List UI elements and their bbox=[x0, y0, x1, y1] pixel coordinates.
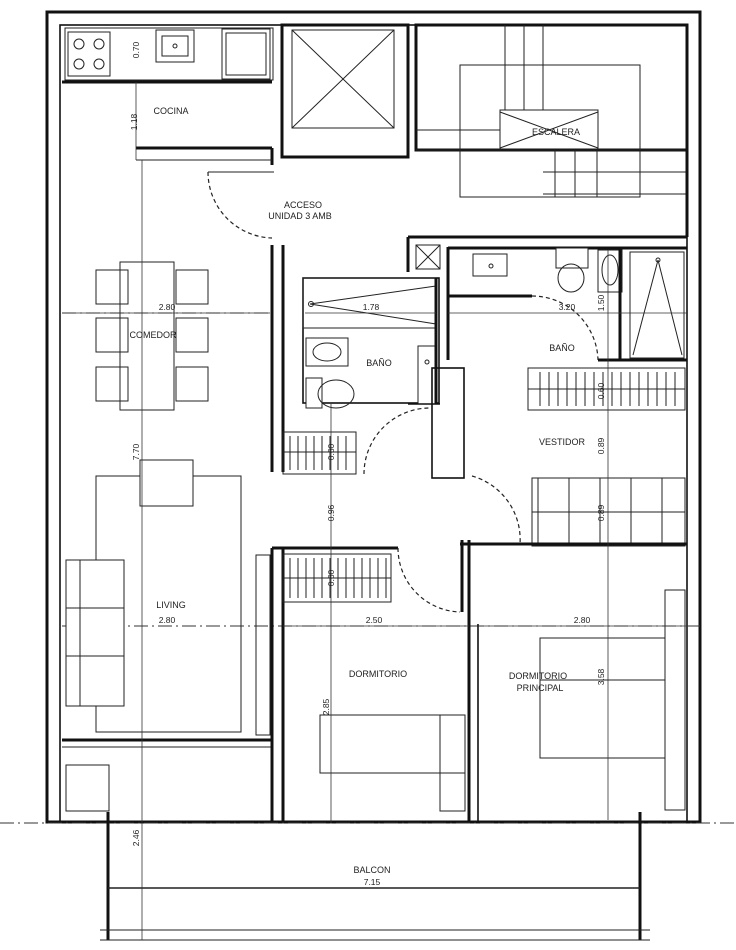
bathroom-1-door bbox=[363, 407, 431, 475]
dim-250: 2.50 bbox=[366, 615, 383, 625]
label-acceso-unidad: UNIDAD 3 AMB bbox=[268, 211, 332, 221]
label-dormitorio: DORMITORIO bbox=[349, 669, 407, 679]
bathroom-1-shelving bbox=[282, 431, 357, 475]
dim-096: 0.96 bbox=[326, 504, 336, 521]
dim-118: 1.18 bbox=[129, 113, 139, 130]
dim-060-a: 0.60 bbox=[596, 382, 606, 399]
label-living: LIVING bbox=[156, 600, 186, 610]
label-bano-2: BAÑO bbox=[549, 343, 575, 353]
label-cocina: COCINA bbox=[153, 106, 188, 116]
dim-178: 1.78 bbox=[363, 302, 380, 312]
outer-walls bbox=[45, 10, 702, 824]
label-balcon: BALCON bbox=[353, 865, 390, 875]
label-comedor: COMEDOR bbox=[130, 330, 178, 340]
dim-358: 3.58 bbox=[596, 668, 606, 685]
label-acceso: ACCESO bbox=[284, 200, 322, 210]
bedroom bbox=[270, 540, 479, 822]
room-labels: COCINA ACCESO UNIDAD 3 AMB ESCALERA COME… bbox=[130, 106, 586, 875]
bathroom-2 bbox=[415, 244, 687, 362]
dim-280-dorm: 2.80 bbox=[574, 615, 591, 625]
label-principal: PRINCIPAL bbox=[517, 683, 564, 693]
dim-089-a: 0.89 bbox=[596, 437, 606, 454]
main-bedroom bbox=[539, 589, 686, 811]
dim-060-dorm: 0.60 bbox=[326, 569, 336, 586]
living-area bbox=[62, 459, 272, 812]
dim-770: 7.70 bbox=[131, 443, 141, 460]
balcony bbox=[100, 812, 650, 941]
dimension-numbers: 0.70 1.18 2.80 1.78 3.20 1.50 0.60 0.89 … bbox=[129, 41, 606, 887]
dim-285: 2.85 bbox=[321, 698, 331, 715]
label-escalera: ESCALERA bbox=[532, 127, 580, 137]
dim-070: 0.70 bbox=[131, 41, 141, 58]
dim-280-comedor: 2.80 bbox=[159, 302, 176, 312]
shaft bbox=[280, 23, 410, 159]
dining-set bbox=[95, 261, 209, 411]
staircase bbox=[406, 23, 689, 272]
dimension-lines bbox=[66, 82, 687, 940]
label-dormitorio-principal: DORMITORIO bbox=[509, 671, 567, 681]
bathroom-1 bbox=[302, 277, 440, 409]
label-vestidor: VESTIDOR bbox=[539, 437, 586, 447]
dim-089-b: 0.89 bbox=[596, 504, 606, 521]
kitchen bbox=[64, 27, 274, 165]
dim-280-living: 2.80 bbox=[159, 615, 176, 625]
dim-246: 2.46 bbox=[131, 829, 141, 846]
dim-060-bano: 0.60 bbox=[326, 443, 336, 460]
dim-150: 1.50 bbox=[596, 294, 606, 311]
dressing-room bbox=[431, 367, 687, 547]
dim-715: 7.15 bbox=[364, 877, 381, 887]
dim-320: 3.20 bbox=[559, 302, 576, 312]
label-bano-1: BAÑO bbox=[366, 358, 392, 368]
